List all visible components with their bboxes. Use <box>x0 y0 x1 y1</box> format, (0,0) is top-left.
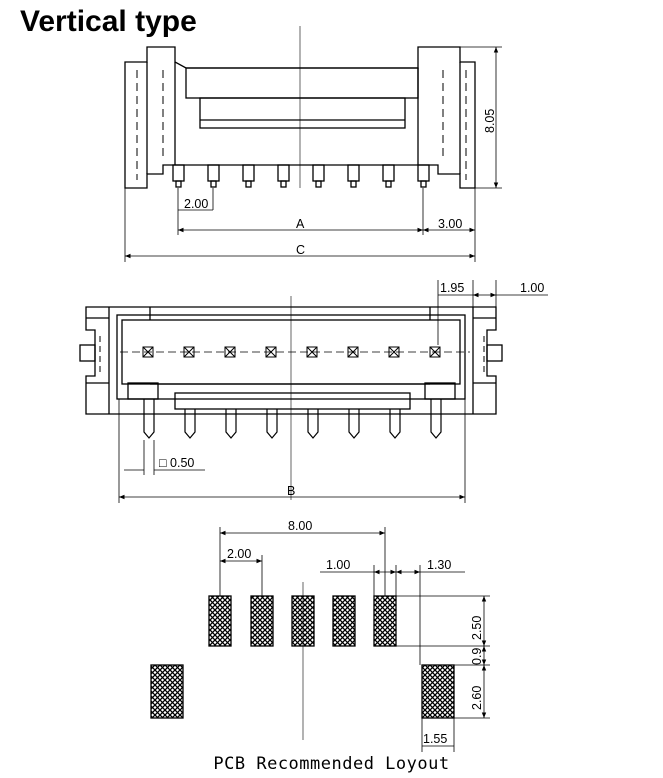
dim-edge-1-00: 1.00 <box>520 281 544 295</box>
front-view-outline <box>124 46 476 189</box>
dim-pad-height-2-50: 2.50 <box>470 616 484 640</box>
dim-anchor-height-2-60: 2.60 <box>470 686 484 710</box>
pcb-layout <box>150 582 455 740</box>
dim-pitch-2-00-pcb: 2.00 <box>227 547 251 561</box>
pcb-pad-2 <box>250 595 274 647</box>
front-contacts <box>172 164 430 188</box>
pcb-dimensions <box>219 527 490 752</box>
dim-offset-1-95: 1.95 <box>440 281 464 295</box>
pcb-layout-caption: PCB Recommended Loyout <box>0 754 663 774</box>
dim-anchor-width-1-30: 1.30 <box>427 558 451 572</box>
dim-span-8-00: 8.00 <box>288 519 312 533</box>
front-view <box>124 26 476 189</box>
caption-text: PCB Recommended Loyout <box>213 754 450 774</box>
top-view-pins <box>143 399 442 439</box>
page-title: Vertical type <box>20 5 197 38</box>
pcb-pad-4 <box>332 595 356 647</box>
pcb-pad-1 <box>208 595 232 647</box>
dim-label-b: B <box>287 484 295 498</box>
pcb-anchor-right <box>421 664 455 719</box>
dim-label-c: C <box>296 243 305 257</box>
dim-pitch-2-00: 2.00 <box>184 197 208 211</box>
top-view <box>79 296 503 500</box>
pcb-anchor-left <box>150 664 184 719</box>
dim-anchor-offset-1-55: 1.55 <box>423 732 447 746</box>
dim-pad-width-1-00: 1.00 <box>326 558 350 572</box>
top-dimensions <box>118 280 548 503</box>
front-dimensions <box>124 46 502 262</box>
dim-label-a: A <box>296 217 305 231</box>
top-contacts <box>142 346 441 358</box>
top-view-outline <box>85 306 497 415</box>
dim-gap-0-9: 0.9 <box>470 648 484 665</box>
pcb-pad-5 <box>373 595 397 647</box>
dim-pin-size-0-50: □ 0.50 <box>159 456 194 470</box>
dim-edge-3-00: 3.00 <box>438 217 462 231</box>
dim-height-8-05: 8.05 <box>483 109 497 133</box>
